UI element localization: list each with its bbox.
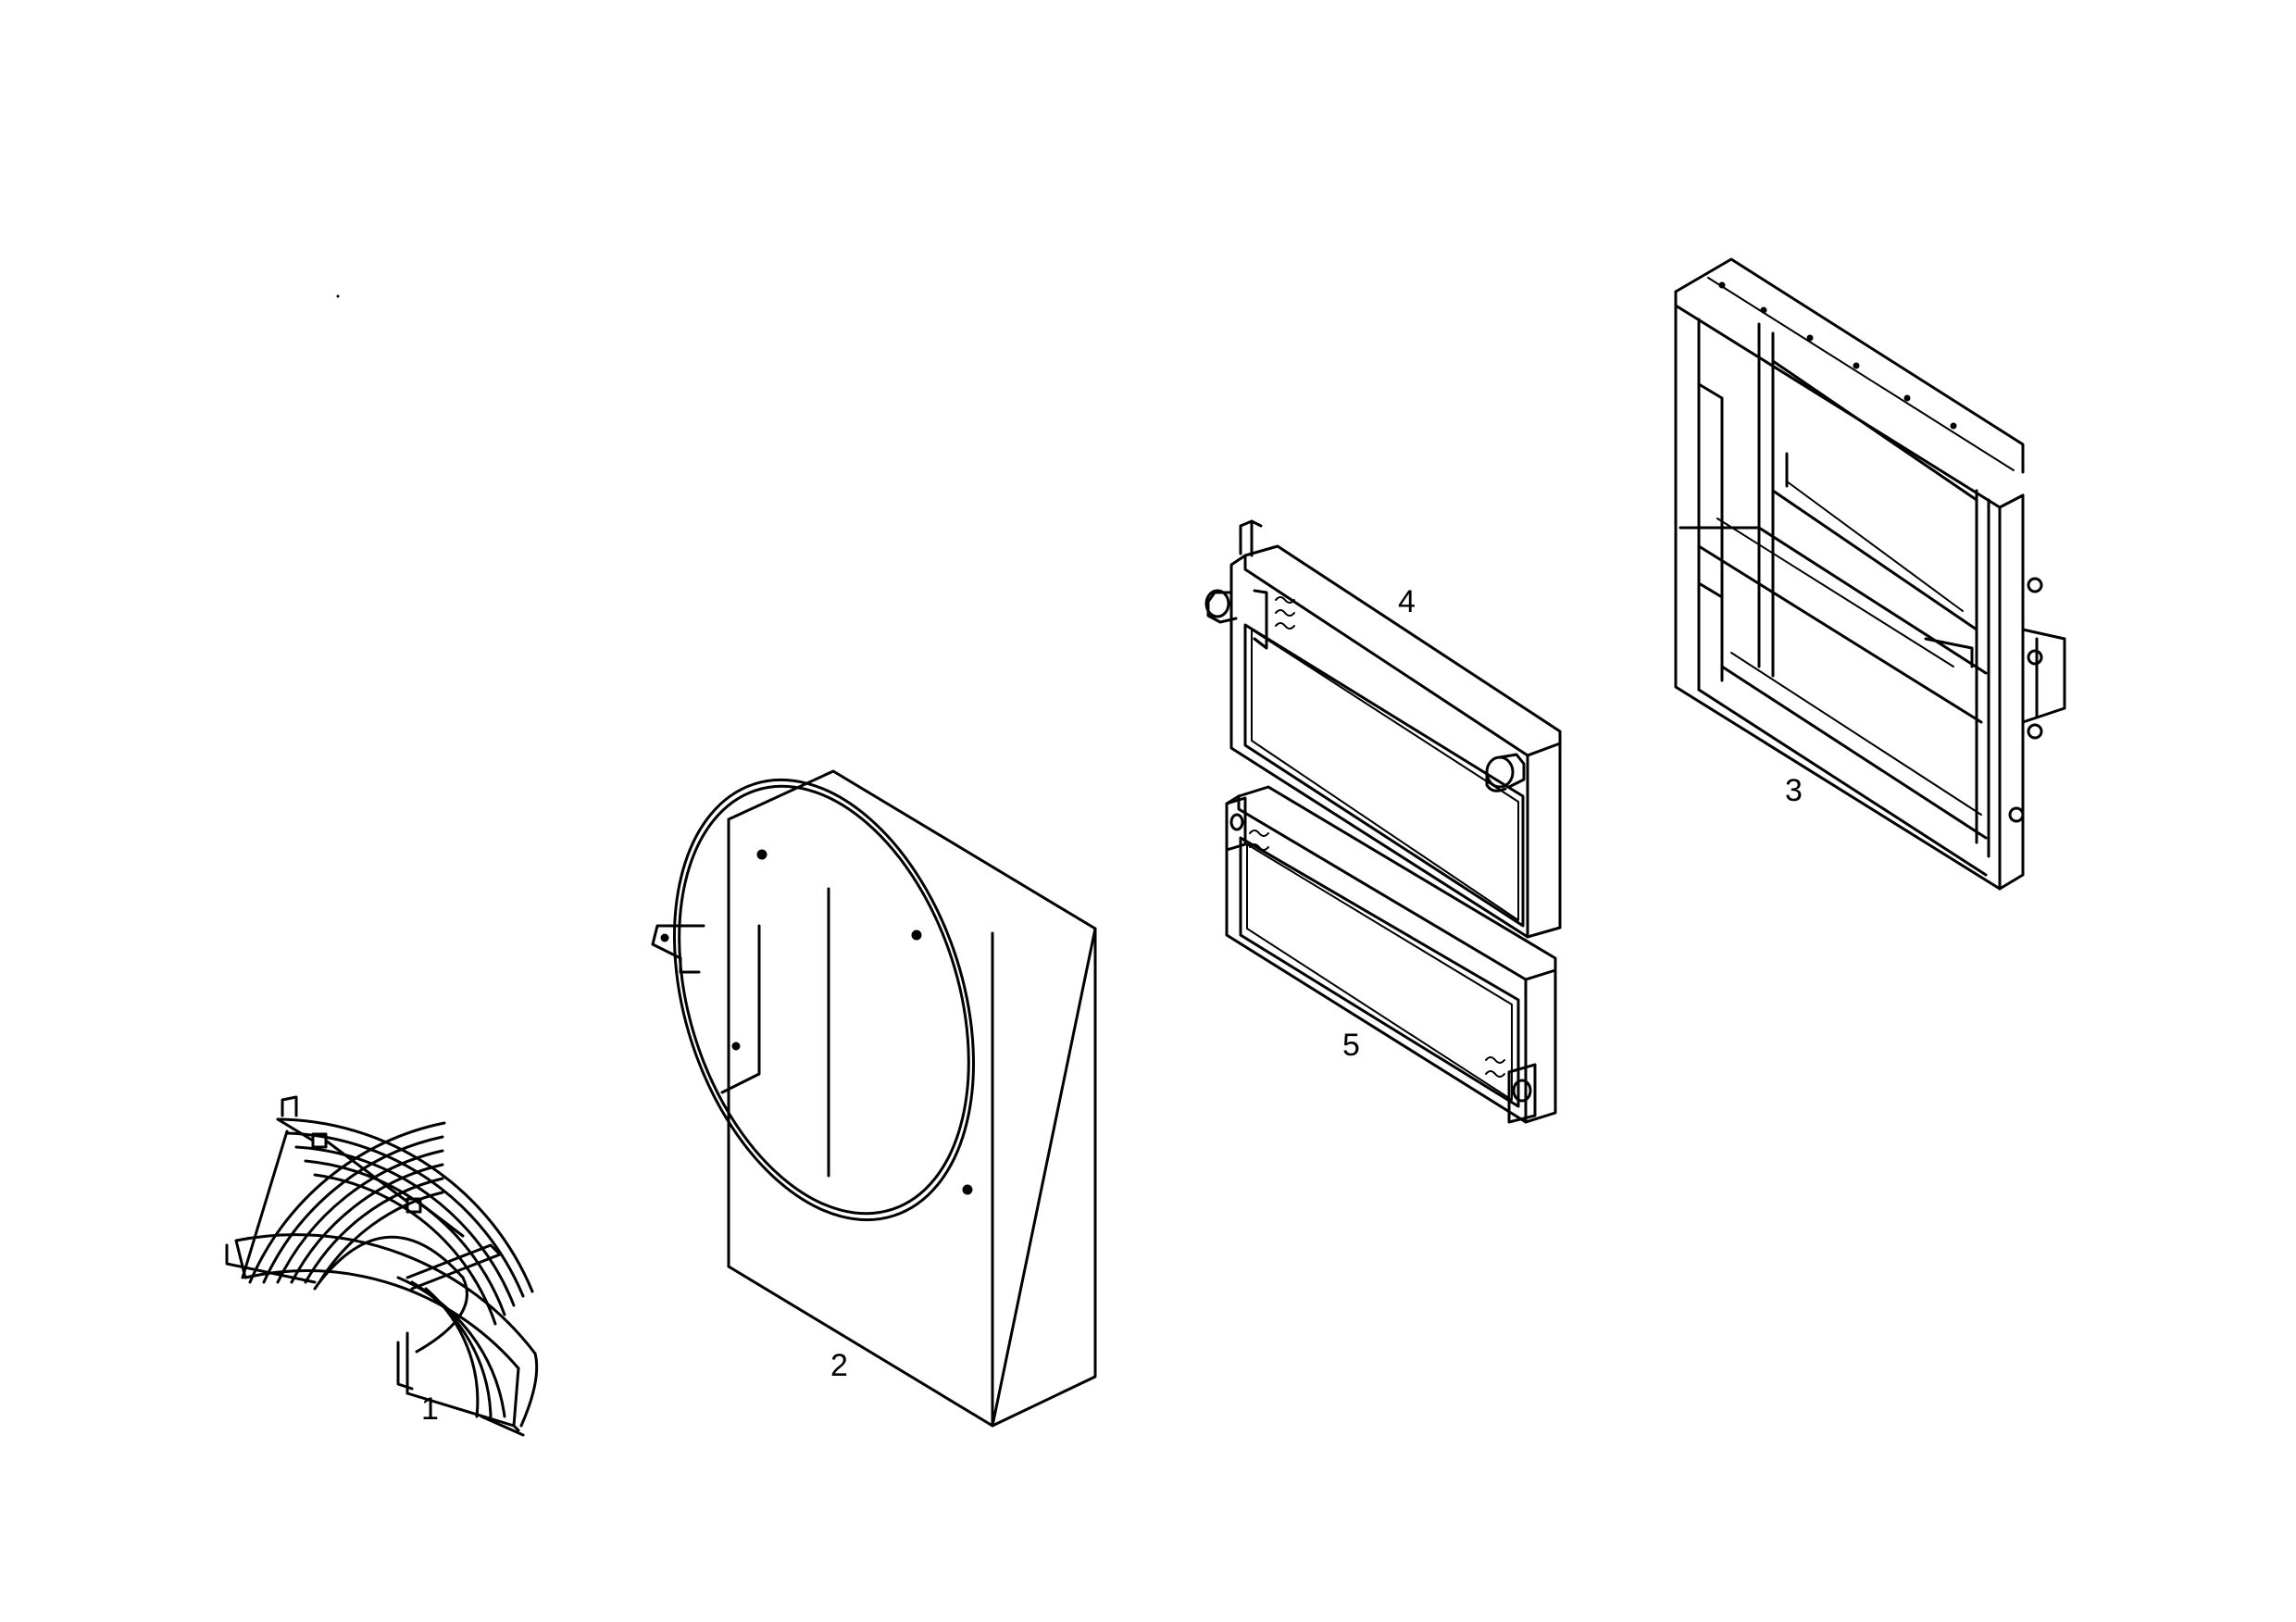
- part-label-5: 5: [1342, 1028, 1360, 1063]
- fan-guard-part-1: [227, 1097, 537, 1435]
- radiator-frame-part-3: [1676, 259, 2065, 889]
- fan-shroud-part-2: [622, 742, 1095, 1426]
- part-label-2: 2: [830, 1348, 848, 1383]
- part-label-4: 4: [1398, 584, 1416, 619]
- part-label-1: 1: [421, 1391, 439, 1427]
- cooler-core-part-5: [1227, 787, 1555, 1122]
- stray-dot: [336, 294, 340, 298]
- part-label-3: 3: [1785, 773, 1803, 808]
- cooler-core-part-4: [1206, 521, 1560, 937]
